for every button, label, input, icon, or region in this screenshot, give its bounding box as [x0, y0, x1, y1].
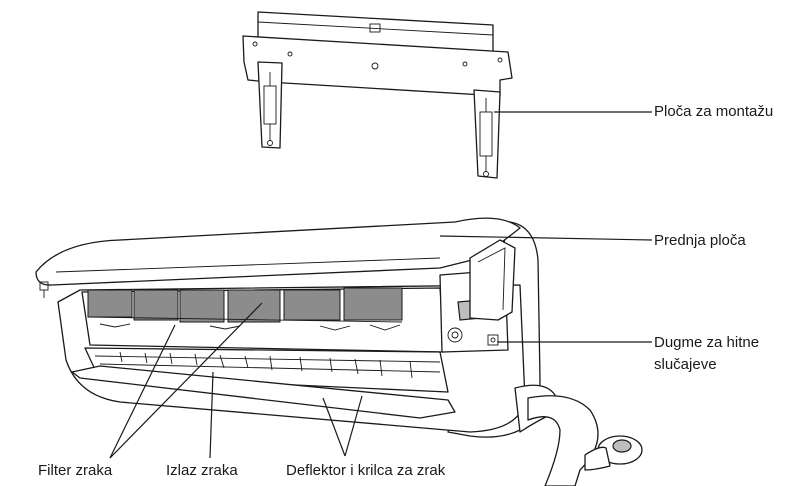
label-front-panel: Prednja ploča	[654, 232, 746, 249]
label-air-filter: Filter zraka	[38, 462, 113, 479]
front-panel	[35, 217, 521, 321]
label-mounting-plate: Ploča za montažu	[654, 103, 774, 120]
air-vanes	[94, 351, 441, 379]
label-deflector: Deflektor i krilca za zrak	[286, 462, 446, 479]
label-emergency-button-line2: slučajeve	[654, 356, 717, 373]
label-air-outlet: Izlaz zraka	[166, 462, 238, 479]
label-emergency-button-line1: Dugme za hitne	[654, 334, 760, 351]
leader-lines	[109, 111, 653, 459]
air-filters	[87, 287, 403, 331]
mounting-plate	[242, 11, 513, 179]
